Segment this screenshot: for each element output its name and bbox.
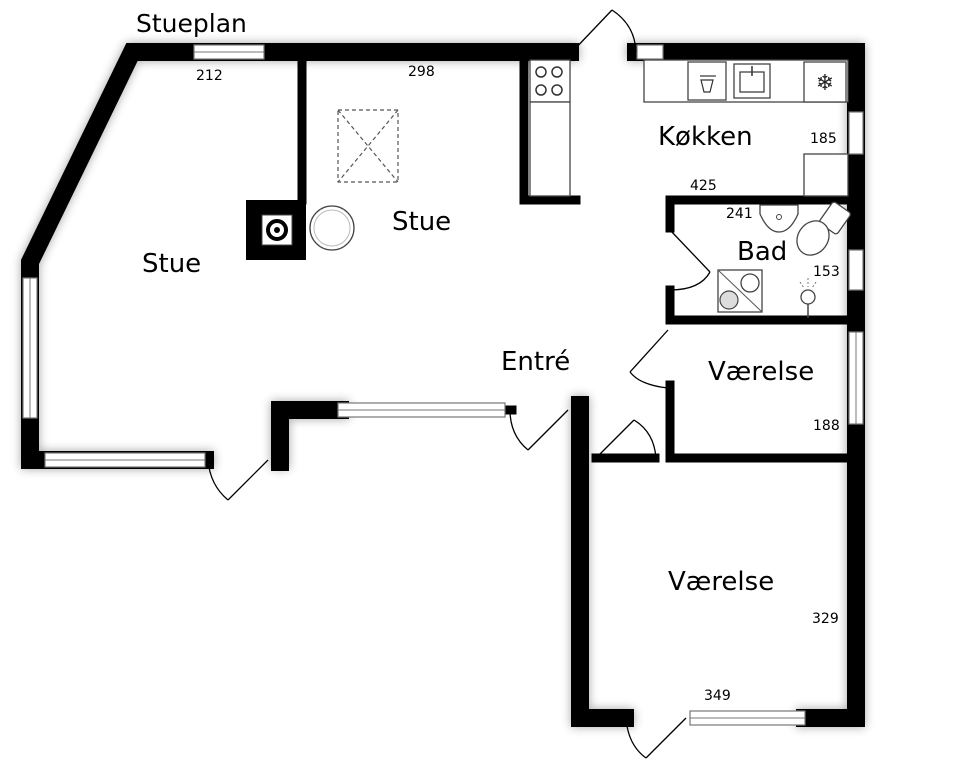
freezer-icon [803,61,847,103]
window [636,44,664,60]
window [848,249,864,291]
labels: Stueplan Stue Stue Køkken Bad Entré Være… [136,9,840,704]
svg-text:❄: ❄ [816,71,834,96]
kitchen-fixtures: ❄ [529,59,849,197]
dimension-185: 185 [810,131,837,147]
dimension-153: 153 [813,264,840,280]
dimension-349: 349 [704,688,731,704]
shower-icon [799,278,817,318]
door-vaerelse-small [629,329,669,389]
dimension-188: 188 [813,418,840,434]
room-label-entre: Entré [501,347,570,377]
plan-title: Stueplan [136,9,247,38]
door-front [571,9,637,53]
stove-icon [529,59,571,103]
door-bad [669,229,711,291]
living-fixtures [246,109,399,260]
round-table-icon [309,205,355,251]
toilet-icon [796,201,851,256]
dimension-241: 241 [726,206,753,222]
room-label-vaerelse-small: Værelse [708,357,814,387]
counter [803,153,849,197]
door-vaerelse-large [595,419,657,459]
interior-walls [297,55,855,463]
door-vaerelse-exit [625,717,687,759]
room-label-bad: Bad [737,237,787,267]
door-stue [207,459,269,501]
room-label-vaerelse-large: Værelse [668,567,774,597]
skylight-icon [337,109,399,183]
room-label-kokken: Køkken [658,122,753,152]
dimension-212: 212 [196,68,223,84]
dimension-329: 329 [812,611,839,627]
dimension-298: 298 [408,64,435,80]
door-terrace [509,409,569,451]
room-label-stue-left: Stue [142,249,201,279]
window [848,111,864,155]
dishwasher-icon [687,61,727,101]
room-label-stue-center: Stue [392,207,451,237]
washbasin-icon [759,204,799,233]
counter [529,101,571,197]
doors [207,9,711,759]
windows [22,44,864,726]
washer-icon [717,269,763,313]
bathroom-fixtures [717,201,851,318]
dimension-425: 425 [690,178,717,194]
